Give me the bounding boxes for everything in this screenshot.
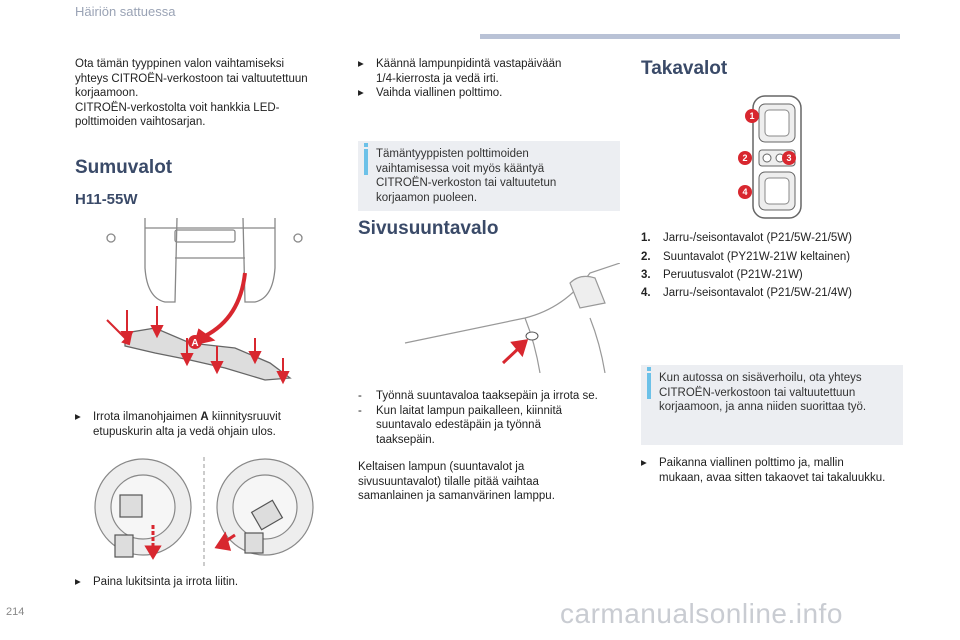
- note-line: CITROËN-verkostoon tai valtuutettuun: [659, 386, 856, 399]
- dash-text: taaksepäin.: [376, 433, 435, 446]
- fog-lamp-illustration: [94, 457, 314, 567]
- col2-steps: ▸ Käännä lampunpidintä vastapäivään 1/4-k…: [358, 57, 618, 101]
- item-number: 2.: [641, 251, 651, 263]
- info-icon: [364, 143, 368, 175]
- step-text: kiinnitysruuvit: [208, 411, 281, 423]
- step-text: Paikanna viallinen polttimo ja, mallin: [659, 457, 844, 469]
- rear-info-note: Kun autossa on sisäverhoilu, ota yhteys …: [641, 365, 903, 445]
- item-number: 4.: [641, 287, 651, 299]
- note-line: Tämäntyyppisten polttimoiden: [376, 148, 529, 160]
- bumper-illustration: A: [106, 218, 303, 385]
- rear-list-item: 2. Suuntavalot (PY21W-21W keltainen): [641, 250, 850, 265]
- rear-heading: Takavalot: [641, 58, 728, 79]
- rear-list-item: 1. Jarru-/seisontavalot (P21/5W-21/5W): [641, 231, 852, 246]
- dash-marker: -: [358, 390, 362, 402]
- step-bold: A: [200, 411, 209, 423]
- info-note: Tämäntyyppisten polttimoiden vaihtamises…: [358, 141, 620, 211]
- dash-text: Kun laitat lampun paikalleen, kiinnitä: [376, 404, 563, 417]
- rear-list-item: 4. Jarru-/seisontavalot (P21/5W-21/4W): [641, 286, 852, 301]
- note-line: vaihtamisessa voit myös kääntyä: [376, 162, 545, 175]
- note-line: Kun autossa on sisäverhoilu, ota yhteys: [659, 372, 862, 384]
- fog-subheading: H11-55W: [75, 191, 138, 208]
- step-text: 1/4-kierrosta ja vedä irti.: [376, 72, 499, 85]
- intro-line: Ota tämän tyyppinen valon vaihtamiseksi: [75, 58, 285, 70]
- step-text: Paina lukitsinta ja irrota liitin.: [93, 576, 239, 588]
- badge-4: [738, 185, 752, 199]
- side-paragraph: Keltaisen lampun (suuntavalot ja sivusuu…: [358, 460, 620, 504]
- rear-step: ▸Paikanna viallinen polttimo ja, mallin …: [641, 456, 911, 485]
- label-a-badge: [188, 335, 202, 349]
- triangle-right-icon: ▸: [358, 87, 364, 99]
- item-number: 1.: [641, 232, 651, 244]
- badge-label: 4: [742, 187, 747, 197]
- item-number: 3.: [641, 269, 651, 281]
- section-title: Häiriön sattuessa: [75, 4, 176, 19]
- intro-line: polttimoiden vaihtosarjan.: [75, 116, 206, 128]
- intro-line: yhteys CITROËN-verkostoon tai valtuutett…: [75, 72, 308, 85]
- step-text: Irrota ilmanohjaimen: [93, 411, 201, 423]
- item-text: Jarru-/seisontavalot (P21/5W-21/5W): [663, 232, 852, 244]
- note-line: CITROËN-verkoston tai valtuutetun: [376, 177, 557, 189]
- badge-label: 1: [749, 111, 754, 121]
- intro-line: CITROËN-verkostolta voit hankkia LED-: [75, 101, 280, 114]
- header-rule: [480, 34, 900, 39]
- item-text: Suuntavalot (PY21W-21W keltainen): [663, 251, 851, 263]
- intro-line: korjaamoon.: [75, 87, 139, 99]
- badge-3: [782, 151, 796, 165]
- side-instructions: - Työnnä suuntavaloa taaksepäin ja irrota…: [358, 389, 620, 447]
- para-line: samanlainen ja samanvärinen lamppu.: [358, 490, 555, 502]
- rear-lamp-illustration: 1 2 3 4: [738, 95, 802, 219]
- intro-text: Ota tämän tyyppinen valon vaihtamiseksi …: [75, 57, 335, 130]
- watermark: carmanualsonline.info: [560, 598, 843, 629]
- badge-2: [738, 151, 752, 165]
- note-line: korjaamoon, ja anna niiden suorittaa työ…: [659, 401, 867, 413]
- badge-label: 3: [786, 153, 791, 163]
- label-a: A: [191, 338, 198, 349]
- dash-text: suuntavalo edestäpäin ja työnnä: [376, 419, 541, 431]
- triangle-right-icon: ▸: [75, 411, 81, 423]
- para-line: Keltaisen lampun (suuntavalot ja: [358, 461, 525, 473]
- side-heading: Sivusuuntavalo: [358, 218, 499, 239]
- item-text: Peruutusvalot (P21W-21W): [663, 269, 803, 281]
- step-text: etupuskurin alta ja vedä ohjain ulos.: [93, 425, 276, 438]
- rear-list-item: 3. Peruutusvalot (P21W-21W): [641, 268, 803, 283]
- fog-step-2: ▸ Paina lukitsinta ja irrota liitin.: [75, 575, 335, 590]
- dash-marker: -: [358, 404, 362, 417]
- note-line: korjaamon puoleen.: [376, 191, 478, 204]
- info-icon: [647, 367, 651, 399]
- item-text: Jarru-/seisontavalot (P21/5W-21/4W): [663, 287, 852, 299]
- dash-text: Työnnä suuntavaloa taaksepäin ja irrota …: [376, 390, 598, 402]
- fog-heading: Sumuvalot: [75, 157, 173, 178]
- triangle-right-icon: ▸: [358, 58, 364, 70]
- para-line: sivusuuntavalot) tilalle pitää vaihtaa: [358, 475, 539, 488]
- triangle-right-icon: ▸: [75, 576, 81, 588]
- fog-step-1: ▸ Irrota ilmanohjaimen A kiinnitysruuvit…: [75, 410, 335, 439]
- badge-label: 2: [742, 153, 747, 163]
- side-indicator-illustration: [404, 263, 620, 373]
- step-text: mukaan, avaa sitten takaovet tai takaluu…: [659, 471, 886, 484]
- page-number: 214: [6, 606, 25, 618]
- step-text: Vaihda viallinen polttimo.: [376, 87, 503, 99]
- triangle-right-icon: ▸: [641, 457, 647, 469]
- badge-1: [745, 109, 759, 123]
- step-text: Käännä lampunpidintä vastapäivään: [376, 58, 562, 70]
